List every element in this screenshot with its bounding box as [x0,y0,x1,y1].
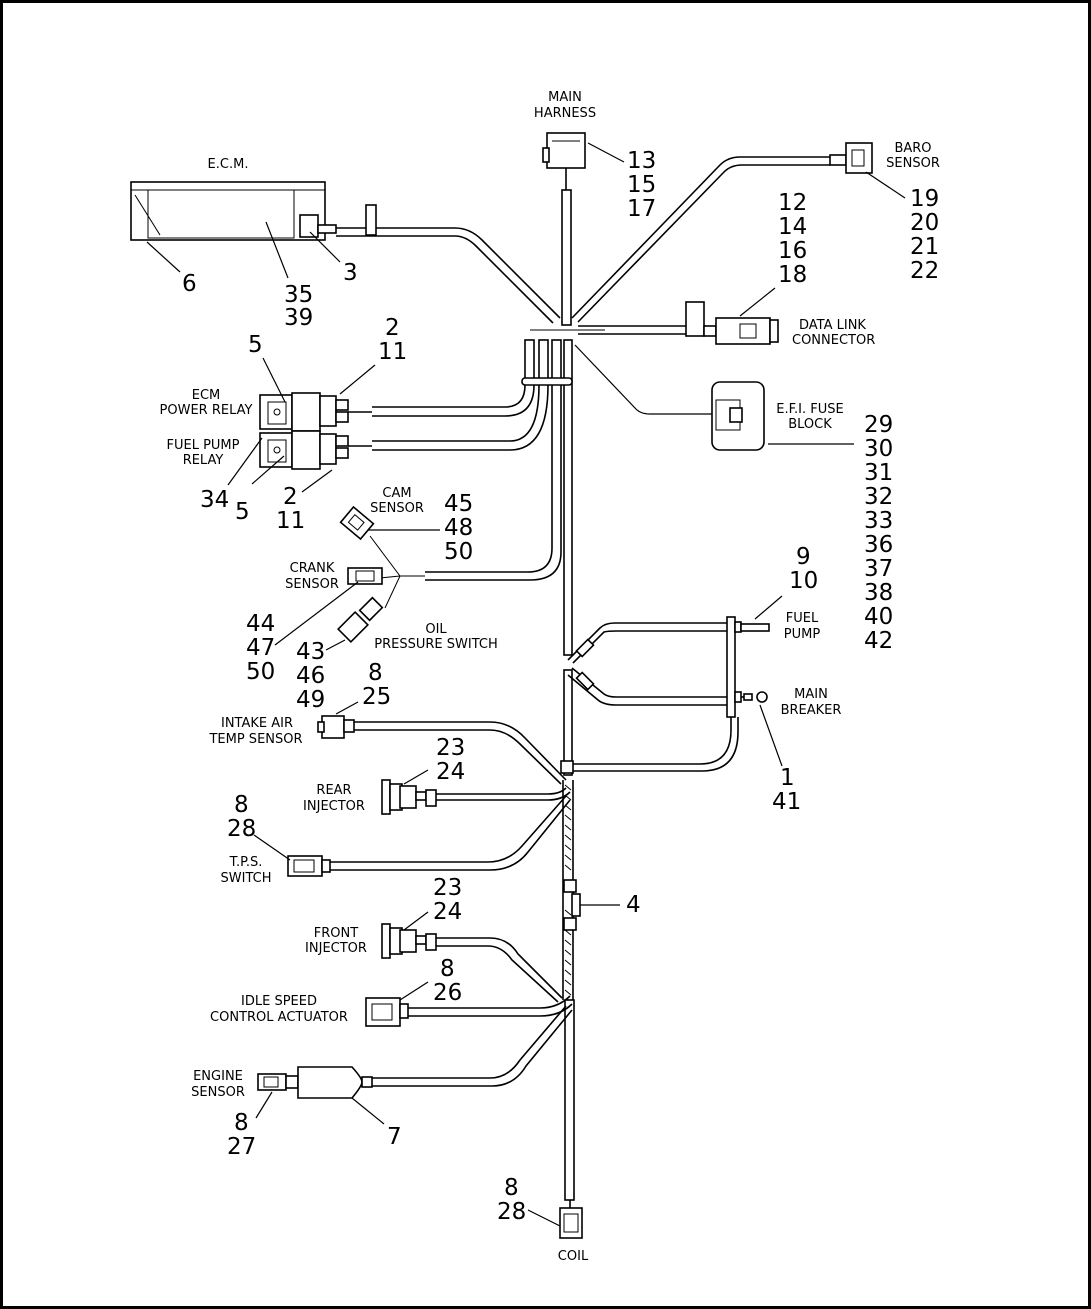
callout-relay-bottom-5: 5 [235,499,250,525]
fuse-block-cable [574,344,712,415]
ecm-module [130,181,341,279]
intake-air-temp-sensor [317,701,567,785]
main-trunk [530,168,605,1210]
coil-connector [527,1207,583,1239]
ecm-power-relay [259,392,349,432]
front-injector [381,911,563,1003]
engine-sensor [255,1005,573,1125]
crank-sensor [347,567,383,585]
efi-fuse-block [711,381,854,451]
coil-label: COIL [558,1249,589,1264]
callout-clip: 4 [626,892,641,918]
callout-relay-left: 5 [248,332,263,358]
sensor-split-wires [369,535,425,609]
ecm-cable-clip [365,204,377,236]
baro-cable [571,156,830,323]
cam-sensor [339,505,440,541]
callout-ecm-conn: 3 [343,260,358,286]
rear-injector [381,769,571,815]
callout-ecm-case: 6 [182,271,197,297]
ecm-cable [336,227,561,324]
fuel-pump-relay [259,430,349,470]
main-harness-connector [542,132,625,169]
data-link-connector [685,287,779,345]
callout-engine-sensor-body: 7 [387,1124,402,1150]
callout-fuse-block: 29 30 31 32 33 36 37 38 40 42 [864,412,901,654]
harness-clip [563,879,620,931]
branch-tubes [372,339,573,581]
tps-label: T.P.S.SWITCH [221,855,272,886]
ecm-label: E.C.M. [208,157,249,172]
baro-sensor-connector [829,142,906,199]
fuel-pump-branch [560,595,783,774]
callout-relay-bottom-left: 34 [200,487,229,513]
idle-speed-actuator [365,981,573,1027]
oil-pressure-switch [337,596,384,643]
tps-switch [253,795,571,877]
data-link-cable [578,325,706,335]
